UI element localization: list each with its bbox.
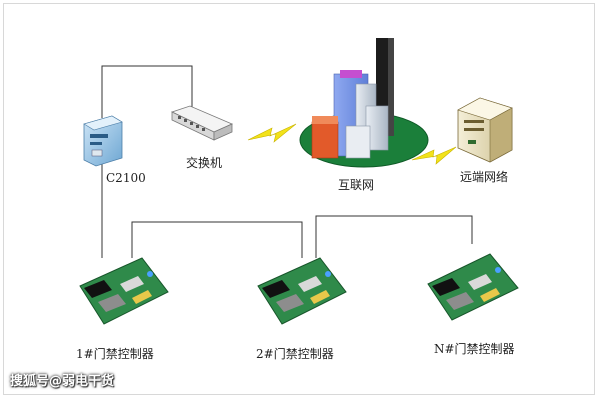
lightning-internet-remote: [411, 146, 457, 165]
internet-city: [299, 38, 429, 168]
lightning-links: [247, 123, 457, 165]
switch-label: 交换机: [186, 156, 223, 170]
server-icon: [457, 97, 513, 163]
controller-board-n: [427, 253, 519, 321]
wire-bus-upper: [131, 221, 303, 258]
switch-device: [170, 105, 233, 141]
controller-board-2: [257, 257, 347, 325]
converter-label: C2100: [106, 171, 146, 185]
controller-n-label: N#门禁控制器: [434, 342, 515, 356]
diagram-frame: [3, 3, 595, 395]
wire-converter-switch: [101, 65, 193, 118]
converter-device: [83, 115, 123, 167]
wiring: [101, 65, 473, 258]
lightning-switch-internet: [247, 123, 297, 143]
controller-1-label: 1#门禁控制器: [76, 347, 154, 361]
remote-network-label: 远端网络: [460, 170, 509, 184]
controller-board-1: [79, 257, 169, 325]
wire-bus-lower: [315, 215, 473, 258]
watermark: 搜狐号@弱电干货: [10, 374, 115, 389]
internet-label: 互联网: [338, 178, 375, 192]
controller-2-label: 2#门禁控制器: [256, 347, 334, 361]
